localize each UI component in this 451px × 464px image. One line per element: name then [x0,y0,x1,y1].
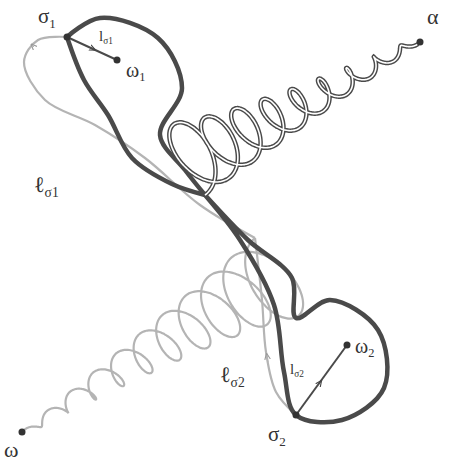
orbit-label: lσ1 [99,29,113,47]
point-label: σ2 [268,424,286,448]
point-label: σ1 [38,6,56,30]
stable-manifold [169,44,418,195]
fixed-point [417,39,424,46]
stable-manifold [205,195,387,422]
stable-manifold [67,37,205,195]
flow-arrow [318,383,320,386]
orbit-label: ℓσ1 [34,174,59,199]
flow-arrow [33,46,34,47]
unstable-manifold [255,238,296,415]
fixed-point [114,57,121,64]
point-label: ω [4,439,18,461]
stable-manifold [67,18,205,195]
connecting-orbit [296,345,347,415]
flow-arrow [90,48,93,49]
orbit-label: lσ2 [290,362,304,380]
point-label: ω2 [355,336,374,360]
unstable-manifold [24,238,303,430]
connecting-orbit [67,37,117,60]
fixed-point [19,429,26,436]
fixed-point [64,34,71,41]
point-label: ω1 [126,60,145,84]
flow-arrow [267,356,268,362]
fixed-point [293,412,300,419]
fixed-point [344,342,351,349]
unstable-manifold [24,37,255,238]
point-label: α [427,6,439,28]
tube-core [169,44,418,195]
orbit-label: ℓσ2 [220,364,245,389]
